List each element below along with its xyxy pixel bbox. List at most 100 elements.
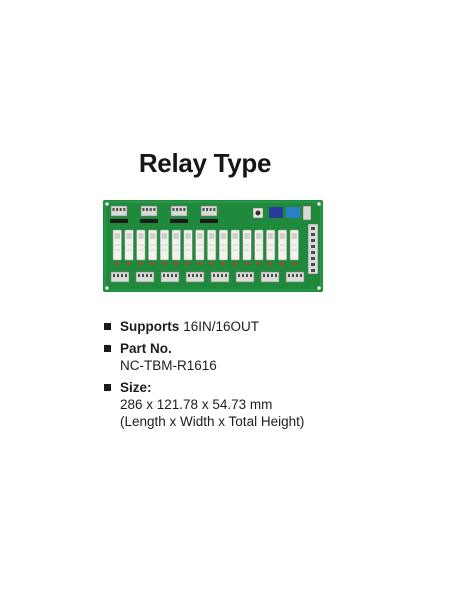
- relay-led: [209, 262, 213, 265]
- connector-pin: [153, 208, 156, 211]
- connector-pin: [183, 208, 186, 211]
- connector-pin: [113, 274, 115, 277]
- bottom-connector: [135, 271, 155, 283]
- relay-label: [232, 233, 238, 239]
- relay-led: [268, 262, 272, 265]
- spec-part-no-label: Part No.: [120, 341, 172, 356]
- connector-pin: [311, 245, 315, 248]
- relay-label: [138, 233, 144, 239]
- top-connector: [170, 205, 188, 217]
- relay-led: [139, 262, 143, 265]
- mounting-hole: [317, 202, 321, 206]
- connector-pin: [123, 208, 126, 211]
- connector-pin: [163, 274, 165, 277]
- mounting-hole: [317, 286, 321, 290]
- connector-pin: [263, 274, 265, 277]
- connector-pin: [311, 263, 315, 266]
- relay-led: [162, 262, 166, 265]
- ic-chip: [170, 219, 188, 223]
- connector-pin: [311, 251, 315, 254]
- relay-label: [208, 233, 215, 239]
- connector-pin: [167, 274, 169, 277]
- spec-size-value: 286 x 121.78 x 54.73 mm: [120, 397, 273, 412]
- connector-pin: [225, 274, 227, 277]
- connector-pin: [146, 208, 149, 211]
- relay-led: [127, 262, 131, 265]
- connector-pin: [206, 208, 209, 211]
- connector-pin: [196, 274, 198, 277]
- connector-pin: [125, 274, 127, 277]
- bottom-connector: [260, 271, 280, 283]
- connector-pin: [117, 274, 119, 277]
- connector-pin: [271, 274, 273, 277]
- relay-label: [126, 233, 132, 239]
- connector-pin: [275, 274, 277, 277]
- connector-pin: [138, 274, 140, 277]
- connector-pin: [149, 208, 152, 211]
- connector-pin: [221, 274, 223, 277]
- product-image: [103, 200, 323, 292]
- relay-led: [150, 262, 154, 265]
- bullet-icon: [104, 384, 111, 391]
- connector-pin: [150, 274, 152, 277]
- ic-chip: [140, 219, 158, 223]
- blue-component: [269, 207, 283, 218]
- spec-size-label: Size:: [120, 380, 152, 395]
- connector-pin: [250, 274, 252, 277]
- bottom-connector: [235, 271, 255, 283]
- ic-chip: [200, 219, 218, 223]
- connector-pin: [238, 274, 240, 277]
- connector-pin: [209, 208, 212, 211]
- relay-label: [267, 233, 274, 239]
- spec-part-no: Part No. NC-TBM-R1616: [104, 340, 304, 374]
- relay-label: [161, 233, 168, 239]
- top-connector: [200, 205, 218, 217]
- pcb-edge: [104, 201, 322, 291]
- top-connector: [140, 205, 158, 217]
- connector-pin: [217, 274, 219, 277]
- relay-label: [114, 233, 120, 239]
- spec-size-note: (Length x Width x Total Height): [120, 414, 305, 429]
- bottom-connector: [285, 271, 305, 283]
- relay-led: [186, 262, 190, 265]
- mounting-hole: [105, 286, 109, 290]
- relay-label: [279, 233, 286, 239]
- relay-led: [174, 262, 178, 265]
- relay-led: [115, 262, 119, 265]
- connector-pin: [200, 274, 202, 277]
- connector-pin: [171, 274, 173, 277]
- connector-pin: [188, 274, 190, 277]
- bottom-connector: [185, 271, 205, 283]
- relay-led: [280, 262, 284, 265]
- connector-pin: [112, 208, 115, 211]
- connector-pin: [267, 274, 269, 277]
- ic-chip: [110, 219, 128, 223]
- bullet-icon: [104, 323, 111, 330]
- connector-pin: [142, 274, 144, 277]
- relay-led: [292, 262, 296, 265]
- relay-label: [291, 233, 297, 239]
- right-connector: [307, 223, 319, 275]
- relay-led: [198, 262, 202, 265]
- spec-supports-label: Supports: [120, 319, 180, 334]
- spec-part-no-value: NC-TBM-R1616: [120, 358, 217, 373]
- top-connector: [110, 205, 128, 217]
- relay-led: [221, 262, 225, 265]
- connector-pin: [192, 274, 194, 277]
- connector-pin: [311, 233, 315, 236]
- mounting-hole: [105, 202, 109, 206]
- connector-pin: [142, 208, 145, 211]
- connector-pin: [176, 208, 179, 211]
- bullet-icon: [104, 345, 111, 352]
- relay-label: [149, 233, 156, 239]
- relay-label: [220, 233, 227, 239]
- relay-label: [185, 233, 191, 239]
- relay-label: [256, 233, 262, 239]
- blue-component: [286, 207, 300, 218]
- spec-supports-value: 16IN/16OUT: [183, 319, 260, 334]
- connector-pin: [300, 274, 302, 277]
- spec-size: Size: 286 x 121.78 x 54.73 mm (Length x …: [104, 379, 304, 430]
- connector-pin: [175, 274, 177, 277]
